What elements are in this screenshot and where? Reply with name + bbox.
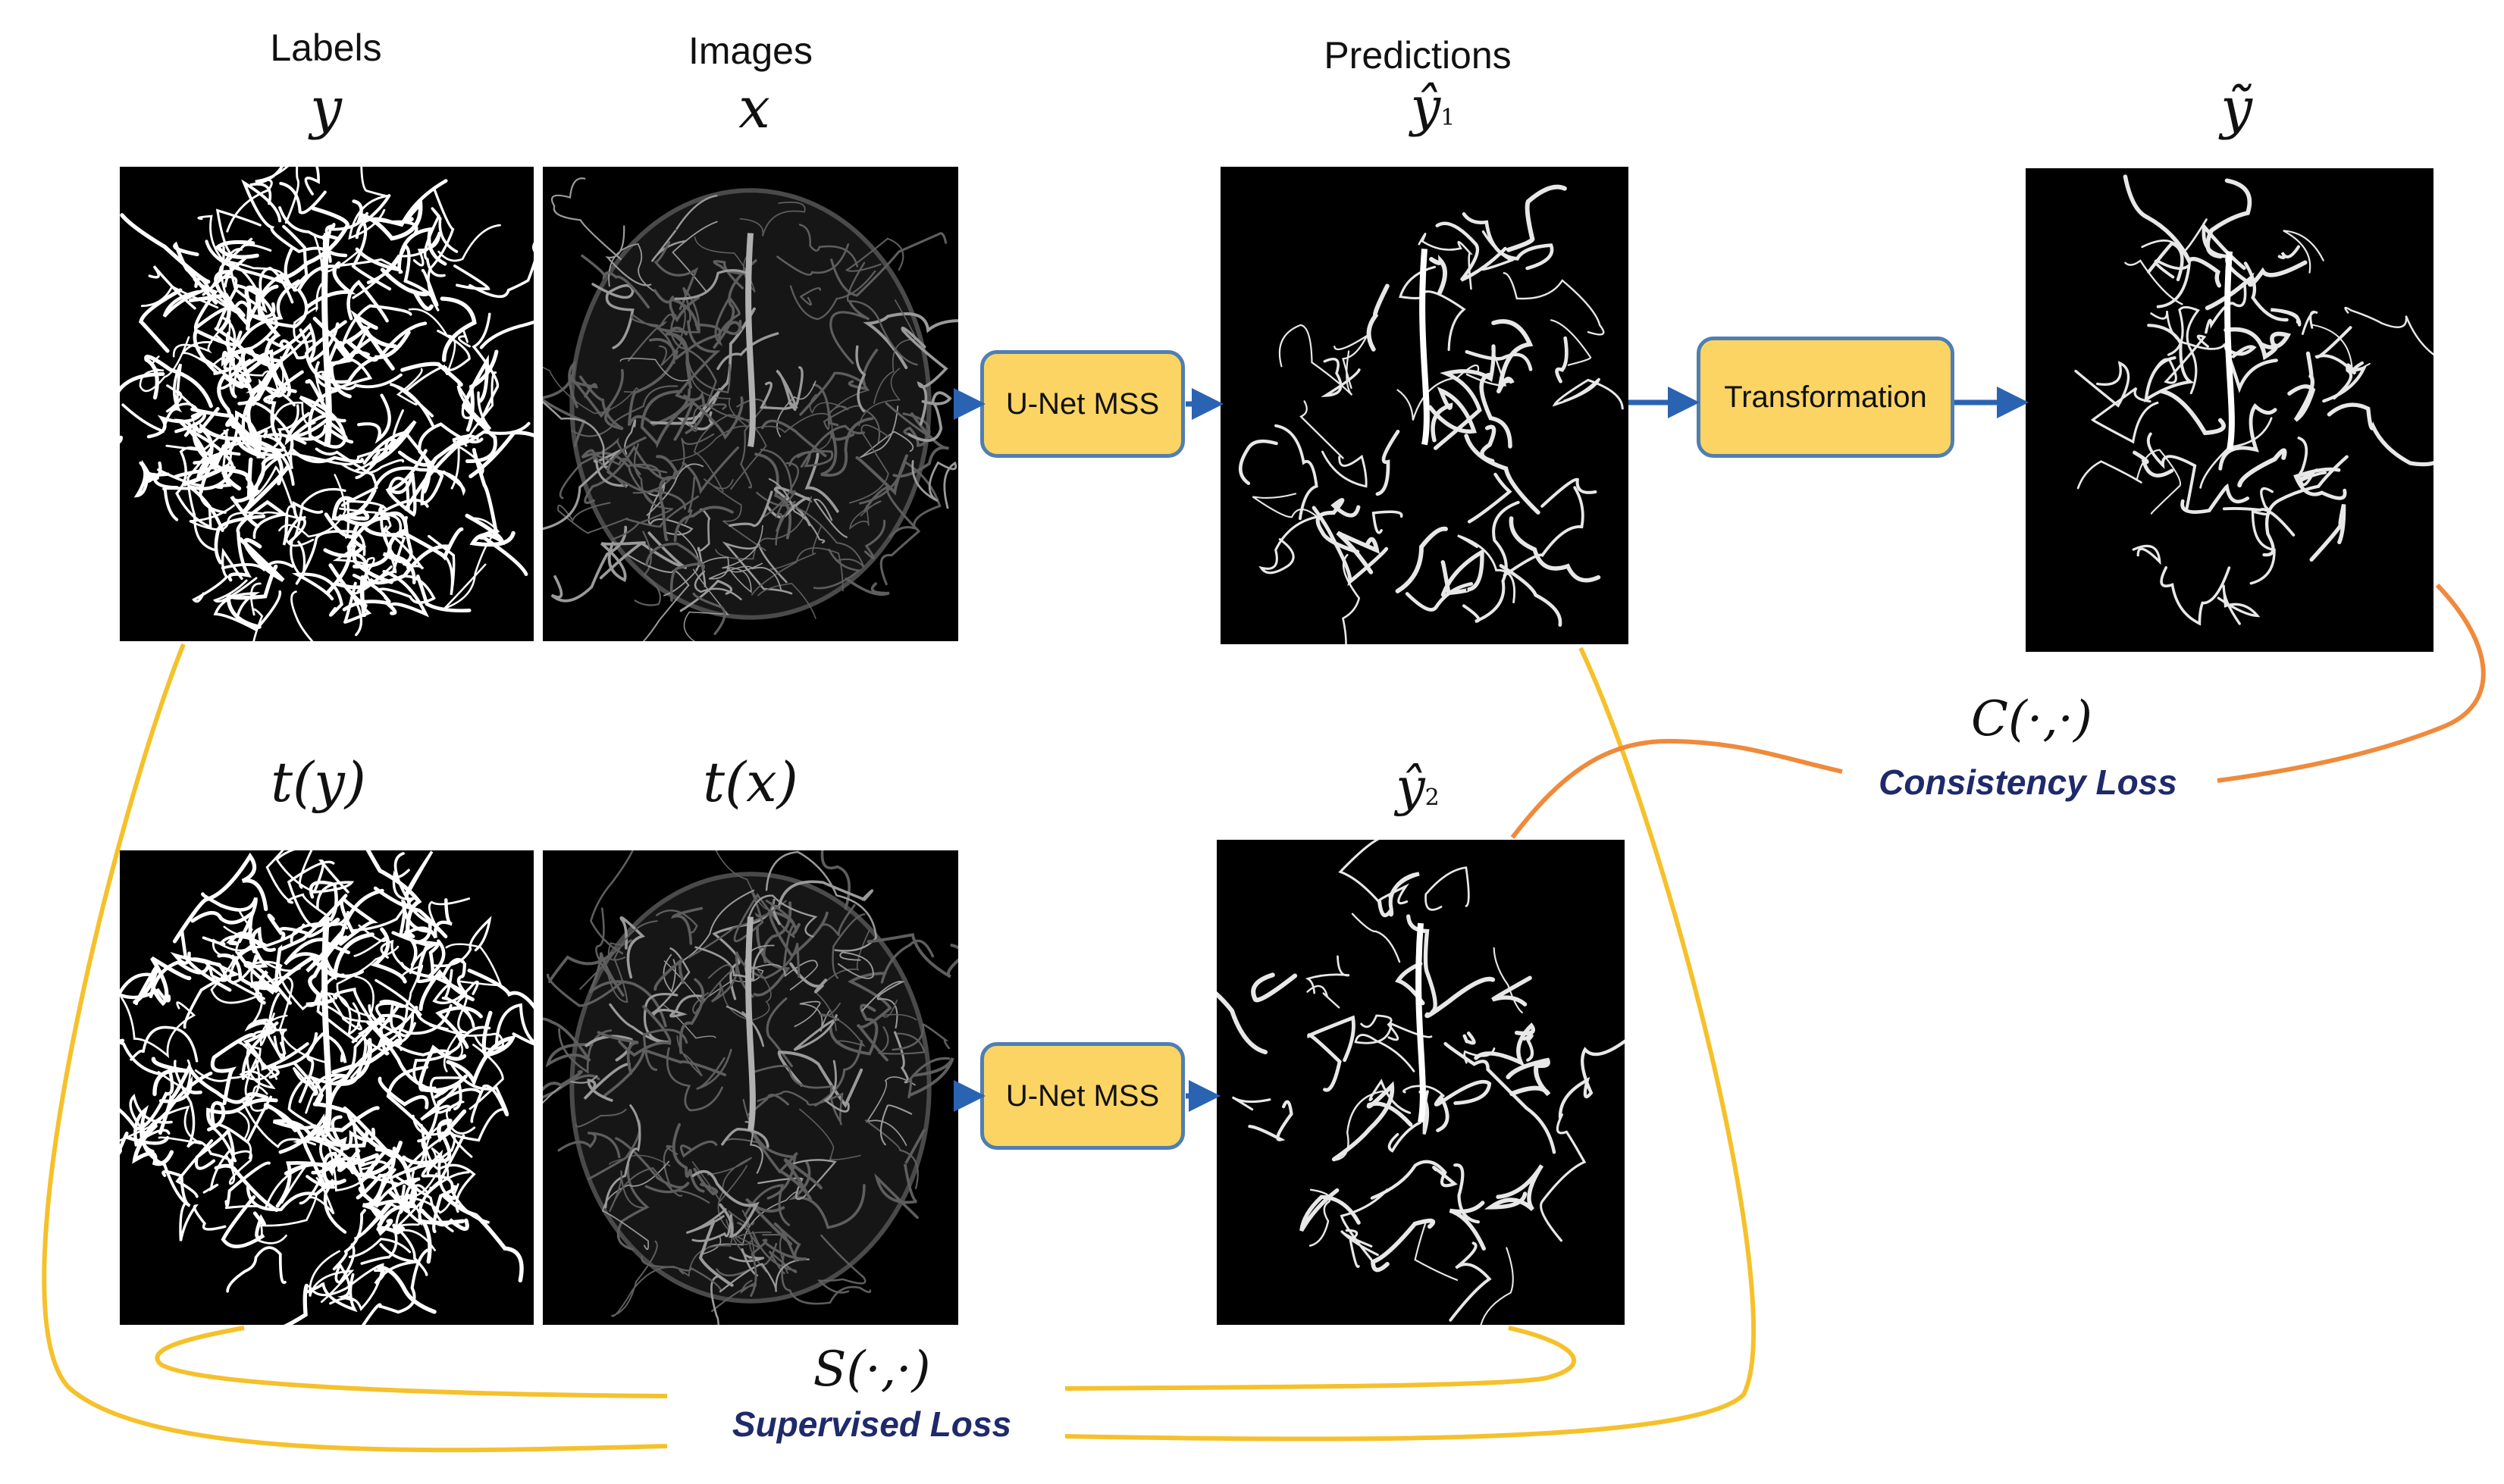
transformed-prediction-y-tilde	[2026, 168, 2433, 652]
transformed-label-t-y	[120, 850, 534, 1325]
consistency-loss-label: Consistency Loss	[1879, 762, 2177, 802]
prediction-image-y-hat-1	[1221, 167, 1628, 644]
y-hat-2-main: ŷ	[1396, 758, 1425, 818]
y-hat-2-subscript: 2	[1424, 784, 1440, 811]
unet-mss-bottom-block: U-Net MSS	[980, 1042, 1185, 1150]
supervised-curve-t-y	[155, 1326, 668, 1398]
y-hat-1-subscript: 1	[1440, 105, 1456, 131]
y-hat-1-main: ŷ	[1410, 76, 1441, 138]
input-image-x	[543, 167, 958, 641]
y-hat-1-symbol: ŷ1	[1380, 76, 1486, 138]
label-image-y	[120, 167, 534, 641]
t-y-symbol: t(y)	[271, 750, 366, 814]
prediction-image-y-hat-2	[1217, 840, 1625, 1325]
images-heading: Images	[688, 30, 813, 72]
consistency-curve-y-hat-2	[1510, 738, 1843, 839]
predictions-heading: Predictions	[1324, 34, 1512, 77]
supervised-loss-symbol: S(·,·)	[813, 1342, 931, 1398]
supervised-loss-label: Supervised Loss	[732, 1404, 1012, 1444]
x-symbol: x	[738, 76, 770, 141]
transformation-block: Transformation	[1697, 337, 1954, 458]
t-x-symbol: t(x)	[703, 750, 798, 814]
consistency-loss-symbol: C(·,·)	[1971, 691, 2092, 747]
y-symbol: y	[310, 76, 342, 141]
unet-mss-top-block: U-Net MSS	[980, 350, 1185, 458]
y-hat-2-symbol: ŷ2	[1365, 758, 1471, 818]
transformed-image-t-x	[543, 850, 958, 1325]
supervised-curve-y-hat-2	[1064, 1326, 1576, 1391]
labels-heading: Labels	[270, 27, 382, 69]
y-tilde-symbol: ỹ	[2220, 76, 2252, 141]
